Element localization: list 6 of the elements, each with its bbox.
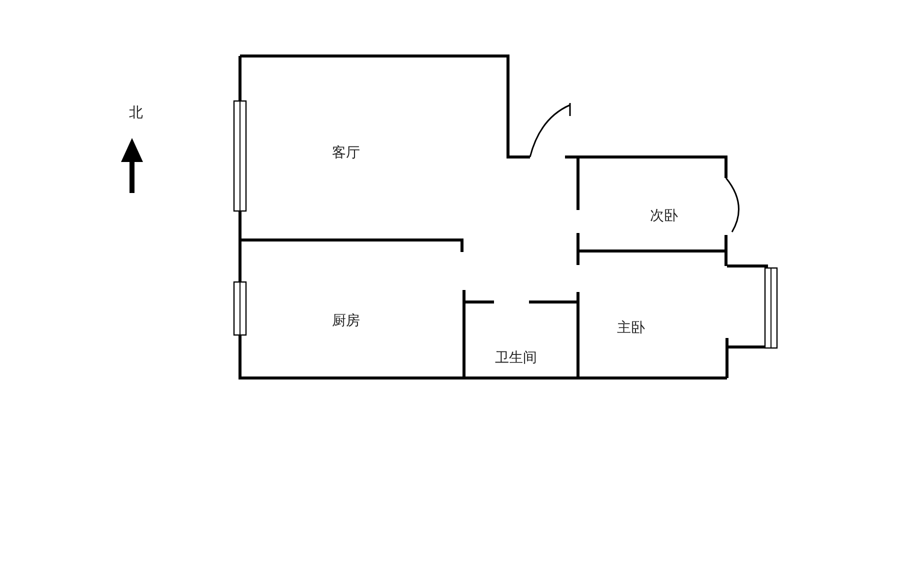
room-label: 厨房	[332, 313, 360, 329]
room-label: 客厅	[332, 145, 360, 161]
room-label: 主卧	[617, 320, 645, 336]
room-label: 次卧	[650, 208, 678, 224]
compass-label: 北	[129, 105, 143, 121]
room-label: 卫生间	[495, 350, 537, 366]
